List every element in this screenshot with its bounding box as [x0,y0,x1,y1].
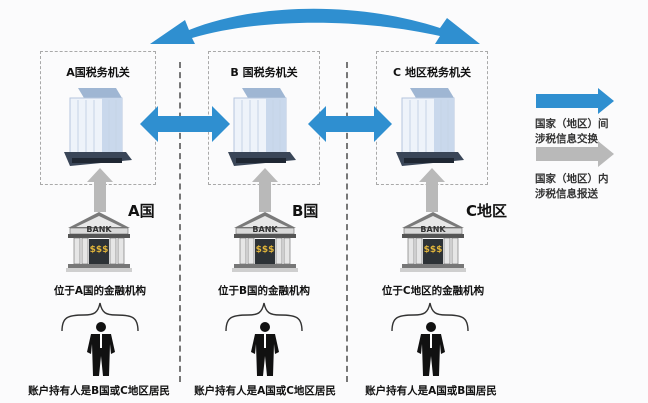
building-icon-c [396,88,464,166]
bank-sign: BANK [86,225,112,234]
brace-b [225,302,303,332]
building-icon-a [64,88,132,166]
holder-caption-c: 账户持有人是A国或B国居民 [365,385,497,397]
region-label-a: A国 [128,202,155,220]
authority-title-c: C 地区税务机关 [393,66,471,79]
legend-report-arrow [536,141,614,167]
holder-caption-b: 账户持有人是A国或C地区居民 [194,385,336,397]
bank-money: $$$ [423,245,443,255]
institution-caption-a: 位于A国的金融机构 [53,285,147,297]
exchange-arrow-bc [308,106,392,142]
bank-money: $$$ [255,245,275,255]
exchange-arrow-ab [140,106,230,142]
bank-sign: BANK [420,225,446,234]
person-icon-b [251,322,279,376]
institution-caption-c: 位于C地区的金融机构 [381,285,485,297]
report-arrow-b [252,168,278,212]
bank-icon-b: BANK $$$ [232,212,298,274]
legend-exchange-line1: 国家（地区）间 [535,118,609,130]
legend-exchange-text: 国家（地区）间 涉税信息交换 [535,117,609,147]
divider-bc [346,62,348,382]
report-arrow-a [87,168,113,212]
bank-sign: BANK [252,225,278,234]
bank-money: $$$ [89,245,109,255]
brace-c [391,302,469,332]
region-label-b: B国 [292,202,319,220]
person-icon-a [87,322,115,376]
legend-exchange-arrow [536,88,614,114]
legend-report-line1: 国家（地区）内 [535,173,609,185]
top-exchange-arc-arrow [150,8,480,44]
institution-caption-b: 位于B国的金融机构 [217,285,310,297]
authority-title-a: A国税务机关 [66,66,130,79]
brace-a [61,302,139,332]
authority-title-b: B 国税务机关 [230,66,298,79]
bank-icon-c: BANK $$$ [400,212,466,274]
holder-caption-a: 账户持有人是B国或C地区居民 [28,385,170,397]
report-arrow-c [419,168,445,212]
divider-ab [179,62,181,382]
legend-report-text: 国家（地区）内 涉税信息报送 [535,172,609,202]
legend-report-line2: 涉税信息报送 [535,188,598,200]
person-icon-c [417,322,445,376]
bank-icon-a: BANK $$$ [66,212,132,274]
region-label-c: C地区 [466,202,508,220]
legend-exchange-line2: 涉税信息交换 [535,133,598,145]
building-icon-b [228,88,296,166]
